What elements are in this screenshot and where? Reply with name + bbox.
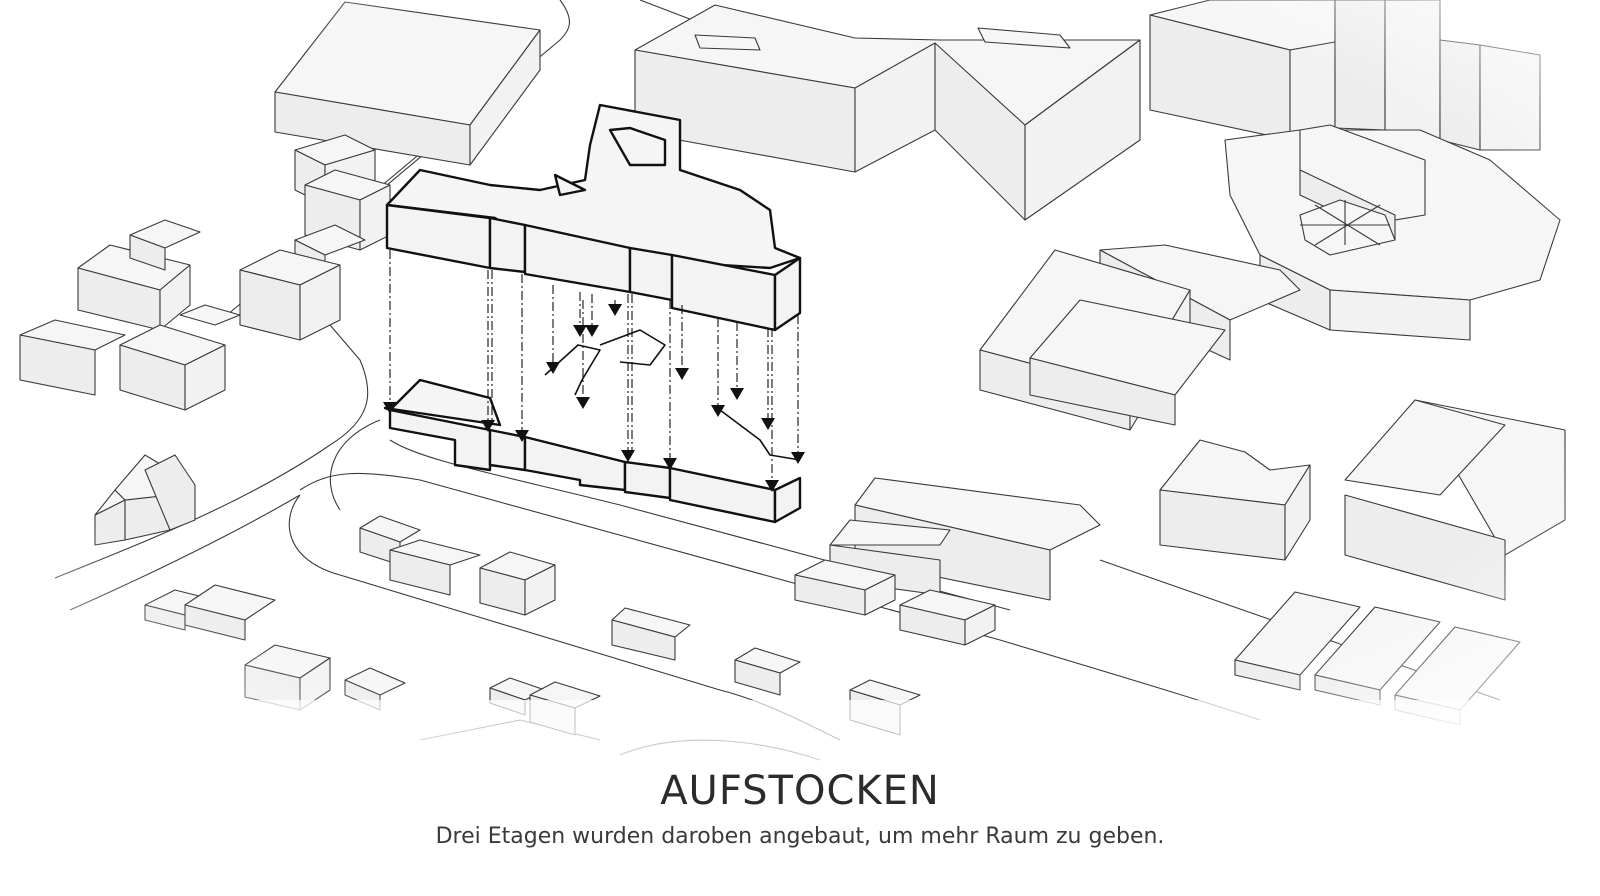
isometric-city-diagram bbox=[0, 0, 1600, 780]
diagram-title: AUFSTOCKEN bbox=[660, 768, 940, 814]
diagram-subtitle: Drei Etagen wurden daroben angebaut, um … bbox=[435, 824, 1165, 849]
